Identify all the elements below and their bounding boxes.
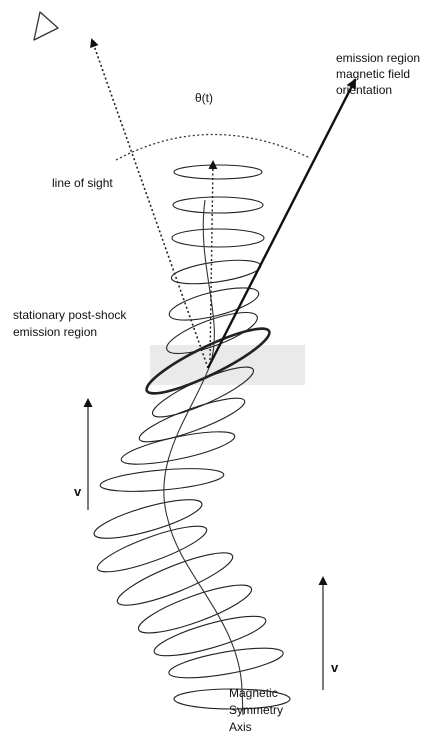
line-of-sight-label: line of sight xyxy=(52,176,113,190)
velocity-label-left: v xyxy=(74,484,82,499)
flow-ring xyxy=(173,197,263,213)
flow-ring xyxy=(134,576,256,641)
field-orientation-arrow xyxy=(208,80,355,368)
flow-ring xyxy=(174,165,262,179)
eye-triangle-icon xyxy=(34,12,58,40)
symmetry-axis-label-3: Axis xyxy=(229,720,252,734)
theta-label: θ(t) xyxy=(195,91,213,105)
ring-stack xyxy=(91,165,290,709)
velocity-label-right: v xyxy=(331,660,339,675)
flow-ring xyxy=(99,465,224,496)
symmetry-axis-label-2: Symmetry xyxy=(229,703,283,717)
flow-ring xyxy=(93,518,210,580)
stationary-region-label-1: stationary post-shock xyxy=(13,308,127,322)
field-orientation-label-2: magnetic field xyxy=(336,67,410,81)
field-orientation-label-1: emission region xyxy=(336,51,420,65)
field-orientation-label-3: orientation xyxy=(336,83,392,97)
theta-arc xyxy=(116,134,310,160)
flow-ring xyxy=(113,544,238,615)
symmetry-axis-label-1: Magnetic xyxy=(229,686,278,700)
axis-direction-arrow xyxy=(210,162,213,360)
flow-ring xyxy=(170,256,262,288)
flow-ring xyxy=(172,229,264,247)
stationary-region-label-2: emission region xyxy=(13,325,97,339)
flow-ring xyxy=(167,642,285,684)
